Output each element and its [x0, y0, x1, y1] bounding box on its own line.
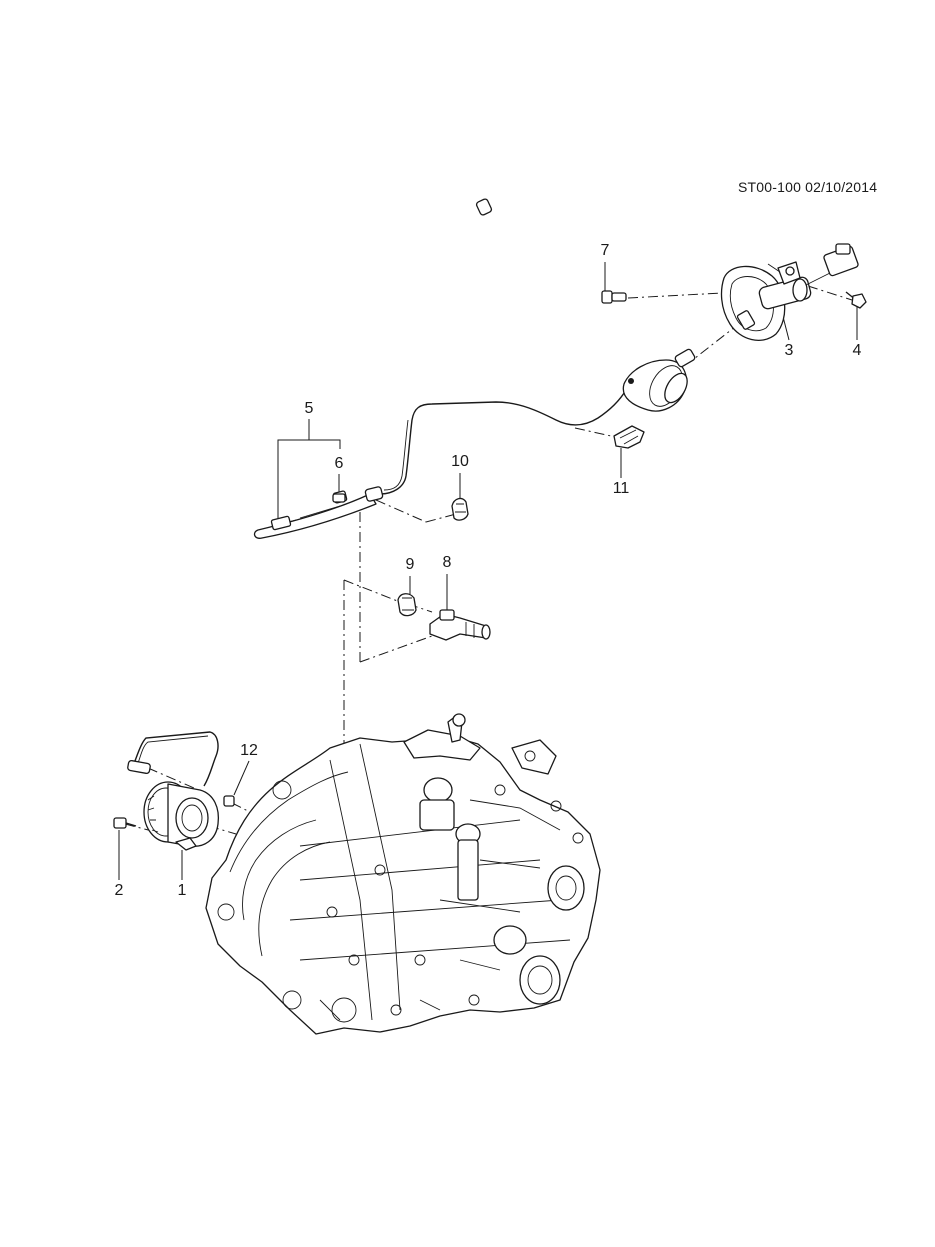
part-12-bleed-nipple	[223, 795, 235, 807]
part-8-connector	[429, 609, 491, 641]
part-4-bolt	[845, 291, 867, 309]
document-id: ST00-100 02/10/2014	[738, 179, 878, 195]
callout-1: 1	[177, 882, 187, 899]
part-10-retaining-clip	[451, 497, 469, 521]
part-7-supply-hose	[475, 198, 627, 304]
callout-12: 12	[240, 742, 258, 759]
part-5-clutch-pipe	[253, 348, 696, 539]
callout-8: 8	[442, 554, 452, 571]
callout-4: 4	[852, 342, 862, 359]
transmission-housing	[205, 713, 601, 1035]
part-2-bolt	[113, 817, 137, 829]
part-11-clip	[613, 425, 645, 449]
part-6-clip	[332, 493, 346, 503]
part-1-slave-cylinder	[127, 731, 220, 851]
callout-9: 9	[405, 556, 415, 573]
callout-7: 7	[600, 242, 610, 259]
callout-11: 11	[612, 480, 630, 497]
callout-10: 10	[451, 453, 469, 470]
callout-6: 6	[334, 455, 344, 472]
part-3-clutch-master-cylinder	[720, 243, 859, 341]
callout-2: 2	[114, 882, 124, 899]
callout-3: 3	[784, 342, 794, 359]
callout-5: 5	[304, 400, 314, 417]
leader-lines	[118, 262, 858, 880]
part-9-clip	[397, 593, 417, 617]
